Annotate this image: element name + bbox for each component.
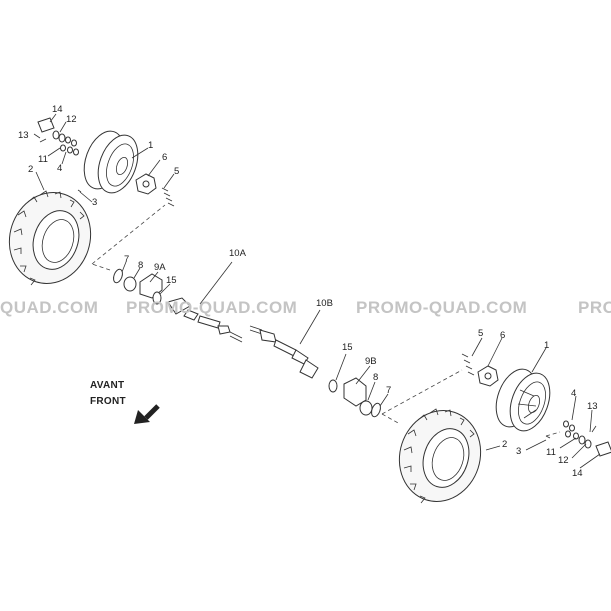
callouts-left: 14 12 13 11 4 1 6 5 2 3 10A 7 8 9A 15: [18, 104, 247, 286]
callout-11-right: 11: [546, 447, 556, 458]
assembly-guide-lines: [91, 204, 561, 437]
callout-12-left: 12: [66, 114, 77, 125]
callout-8-left: 8: [138, 260, 143, 271]
left-knuckle-parts: [113, 268, 163, 305]
arrow-down-left-icon: [134, 404, 160, 424]
callout-8-right: 8: [373, 372, 378, 383]
left-drive-shaft: [167, 297, 243, 343]
right-hub: [477, 365, 499, 387]
watermark-right-edge: PRO: [578, 298, 611, 317]
callout-13-left: 13: [18, 130, 29, 141]
callout-9b: 9B: [365, 356, 377, 367]
callout-10b: 10B: [316, 298, 333, 309]
callout-5-right: 5: [478, 328, 483, 339]
watermark-left: QUAD.COM: [0, 298, 99, 317]
callout-3-right: 3: [516, 446, 521, 457]
callout-7-left: 7: [124, 254, 129, 265]
left-hub: [135, 173, 157, 195]
callouts-right: 10B 15 9B 8 7 5 6 1 4 13 2 3 11 12 14: [316, 298, 598, 479]
right-hardware: [545, 420, 611, 457]
left-rim: [83, 130, 139, 194]
right-drive-shaft: [249, 325, 319, 379]
callout-6-left: 6: [162, 152, 167, 163]
callout-2-right: 2: [502, 439, 507, 450]
callout-15-left: 15: [166, 275, 177, 286]
left-tire: [8, 190, 92, 286]
callout-12-right: 12: [558, 455, 569, 466]
callout-9a: 9A: [154, 262, 166, 273]
callout-1-left: 1: [148, 140, 153, 151]
callout-2-left: 2: [28, 164, 33, 175]
callout-4-right: 4: [571, 388, 576, 399]
callout-13-right: 13: [587, 401, 598, 412]
direction-label-en: FRONT: [90, 396, 126, 407]
callout-11-left: 11: [38, 154, 48, 165]
right-knuckle-parts: [328, 377, 381, 418]
leader-lines-left: [33, 113, 233, 305]
callout-10a: 10A: [229, 248, 247, 259]
left-studs: [161, 187, 175, 207]
callout-5-left: 5: [174, 166, 179, 177]
callout-14-left: 14: [52, 104, 63, 115]
callout-1-right: 1: [544, 340, 549, 351]
right-tire: [398, 408, 482, 504]
watermark-center: PROMO-QUAD.COM: [126, 298, 298, 317]
right-studs: [461, 353, 475, 376]
callout-6-right: 6: [500, 330, 505, 341]
watermark-right-center: PROMO-QUAD.COM: [356, 298, 528, 317]
callout-7-right: 7: [386, 385, 391, 396]
leader-lines-right: [299, 309, 601, 469]
right-rim: [495, 368, 551, 432]
callout-14-right: 14: [572, 468, 583, 479]
direction-label-fr: AVANT: [90, 380, 125, 391]
callout-4-left: 4: [57, 163, 62, 174]
callout-3-left: 3: [92, 197, 97, 208]
callout-15-right: 15: [342, 342, 353, 353]
